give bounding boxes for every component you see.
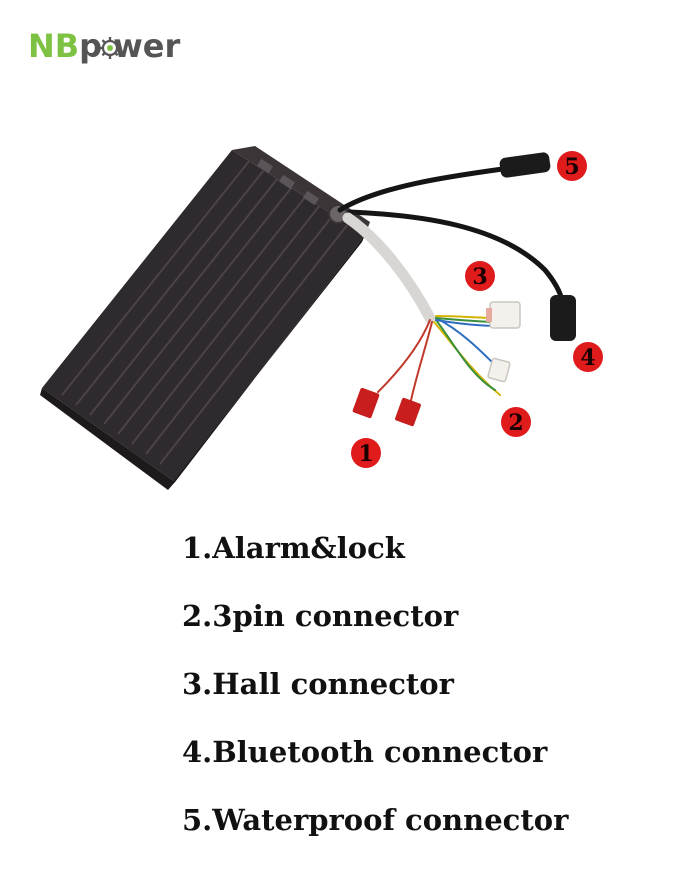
legend-item-bluetooth-connector: 4.Bluetooth connector — [182, 735, 548, 769]
cables — [337, 165, 565, 406]
legend-item-hall-connector: 3.Hall connector — [182, 667, 454, 701]
callout-2: 2 — [501, 407, 531, 437]
callout-1-label: 1 — [358, 441, 373, 467]
callout-5: 5 — [557, 151, 587, 181]
brand-logo: NB p wer — [28, 26, 180, 66]
callout-4-label: 4 — [580, 345, 595, 371]
alarm-lock-connectors — [352, 387, 421, 427]
callout-5-label: 5 — [564, 154, 579, 180]
legend-item-waterproof-connector: 5.Waterproof connector — [182, 803, 569, 837]
gear-icon — [99, 37, 122, 59]
legend-item-3pin-connector: 2.3pin connector — [182, 599, 459, 633]
3pin-connector — [487, 357, 511, 383]
callout-3-label: 3 — [472, 264, 487, 290]
connector-legend: 1.Alarm&lock 2.3pin connector 3.Hall con… — [182, 524, 682, 864]
callout-1: 1 — [351, 438, 381, 468]
callout-2-label: 2 — [508, 410, 523, 436]
waterproof-connector — [499, 152, 551, 178]
callout-3: 3 — [465, 261, 495, 291]
hall-connector — [486, 301, 521, 329]
bluetooth-connector — [550, 295, 576, 341]
controller-product-photo: 1 2 3 4 5 — [40, 146, 603, 490]
brand-name-power: p wer — [79, 27, 180, 65]
controller-body — [40, 146, 370, 490]
brand-name-nb: NB — [28, 27, 80, 65]
callout-4: 4 — [573, 342, 603, 372]
brand-name-power-text: p wer — [79, 27, 181, 65]
legend-item-alarm-lock: 1.Alarm&lock — [182, 531, 405, 565]
